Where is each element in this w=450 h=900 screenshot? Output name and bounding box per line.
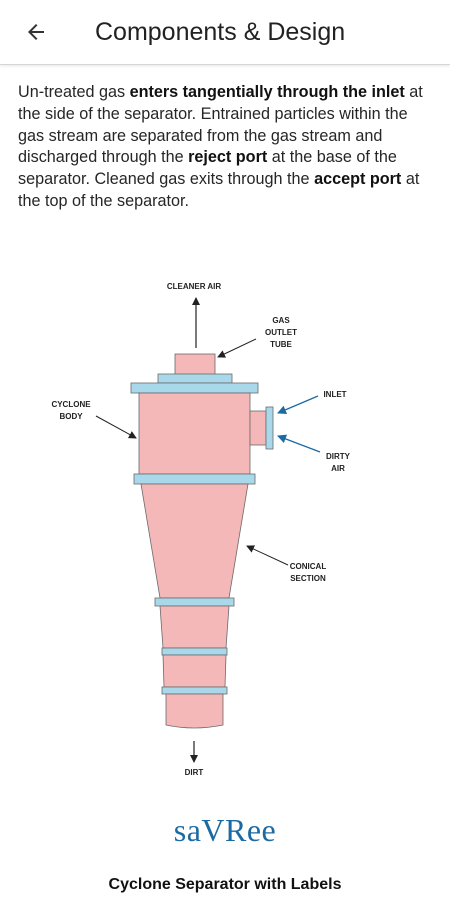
description-text: Un-treated gas [18, 83, 130, 101]
cyclone-body-label-2: BODY [59, 412, 83, 421]
gas-outlet-tube [174, 353, 216, 376]
app-bar: Components & Design [0, 0, 450, 65]
cyclone-body-label-1: CYCLONE [51, 400, 91, 409]
description-text: at the base of the separator. Cleaned ga… [18, 148, 397, 189]
conical-section-label-1: CONICAL [290, 562, 327, 571]
dirt-outlet [165, 693, 224, 729]
dirt-label: DIRT [185, 768, 204, 777]
bottom-cone [162, 654, 227, 688]
cyclone-separator-diagram: CLEANER AIR DIRT GAS OUTLET TUBE INLET D… [51, 282, 351, 777]
inlet-label: INLET [323, 390, 346, 399]
dirty-air-label-1: DIRTY [326, 452, 351, 461]
cone-band-1 [154, 597, 235, 607]
cyclone-body-pointer [95, 415, 137, 439]
conical-section-pointer [246, 545, 289, 566]
back-button[interactable] [16, 12, 56, 52]
cleaner-air-label: CLEANER AIR [167, 282, 222, 291]
top-flange [130, 382, 259, 394]
description-bold-reject-port: reject port [188, 148, 268, 167]
inlet-pointer [277, 395, 319, 415]
logo-text: saVRee [173, 812, 277, 848]
description-paragraph: Un-treated gas enters tangentially throu… [18, 82, 434, 213]
arrow-left-icon [28, 24, 44, 40]
dirty-air-label-2: AIR [331, 464, 345, 473]
cyclone-body [138, 392, 251, 475]
image-caption: Cyclone Separator with Labels [108, 876, 342, 893]
cone-band-3 [161, 686, 228, 695]
gas-outlet-tube-label-3: TUBE [270, 340, 292, 349]
inlet-duct [249, 410, 267, 446]
inlet-flange [265, 406, 274, 450]
gas-outlet-tube-label-2: OUTLET [265, 328, 297, 337]
body-band [133, 473, 256, 485]
description-bold-inlet: enters tangentially through the inlet [129, 83, 405, 101]
description-text: at the top of the separator. [18, 170, 420, 210]
conical-section [140, 483, 249, 599]
gas-outlet-tube-pointer [217, 338, 257, 358]
gas-outlet-tube-label-1: GAS [272, 316, 290, 325]
cone-band-2 [161, 647, 228, 656]
description-text: at the side of the separator. Entrained … [18, 83, 423, 167]
conical-section-label-2: SECTION [290, 574, 326, 583]
lower-cone [159, 605, 230, 649]
savree-logo: saVRee [0, 812, 450, 849]
page-title: Components & Design [95, 18, 346, 46]
dirty-air-pointer [277, 434, 321, 453]
top-flange-upper [157, 373, 233, 384]
description-bold-accept-port: accept port [314, 170, 402, 189]
